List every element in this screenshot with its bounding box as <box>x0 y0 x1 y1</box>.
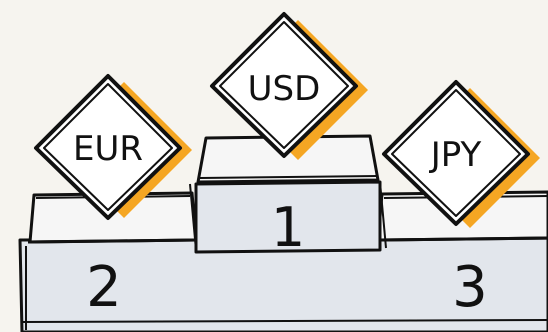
jpy-currency-tag: JPY <box>382 80 540 228</box>
usd-currency-tag: USD <box>210 12 368 160</box>
jpy-tag-label: JPY <box>429 135 482 175</box>
second-place-number: 2 <box>86 255 122 320</box>
usd-tag-label: USD <box>248 69 321 109</box>
eur-currency-tag: EUR <box>34 74 192 220</box>
first-place-number: 1 <box>271 196 305 259</box>
eur-tag-label: EUR <box>73 129 143 169</box>
podium-first-block <box>189 134 387 254</box>
third-place-number: 3 <box>452 255 488 320</box>
